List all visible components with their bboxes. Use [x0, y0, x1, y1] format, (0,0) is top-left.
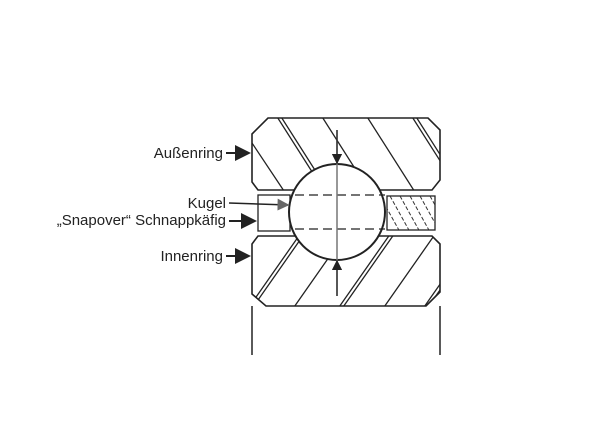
label-outer-ring: Außenring [154, 145, 223, 162]
snapover-cage [257, 194, 436, 232]
arrow-ball [228, 198, 290, 211]
label-cage: „Snapover“ Schnappkäfig [57, 212, 226, 229]
label-inner-ring: Innenring [160, 248, 223, 265]
label-ball: Kugel [188, 195, 226, 212]
